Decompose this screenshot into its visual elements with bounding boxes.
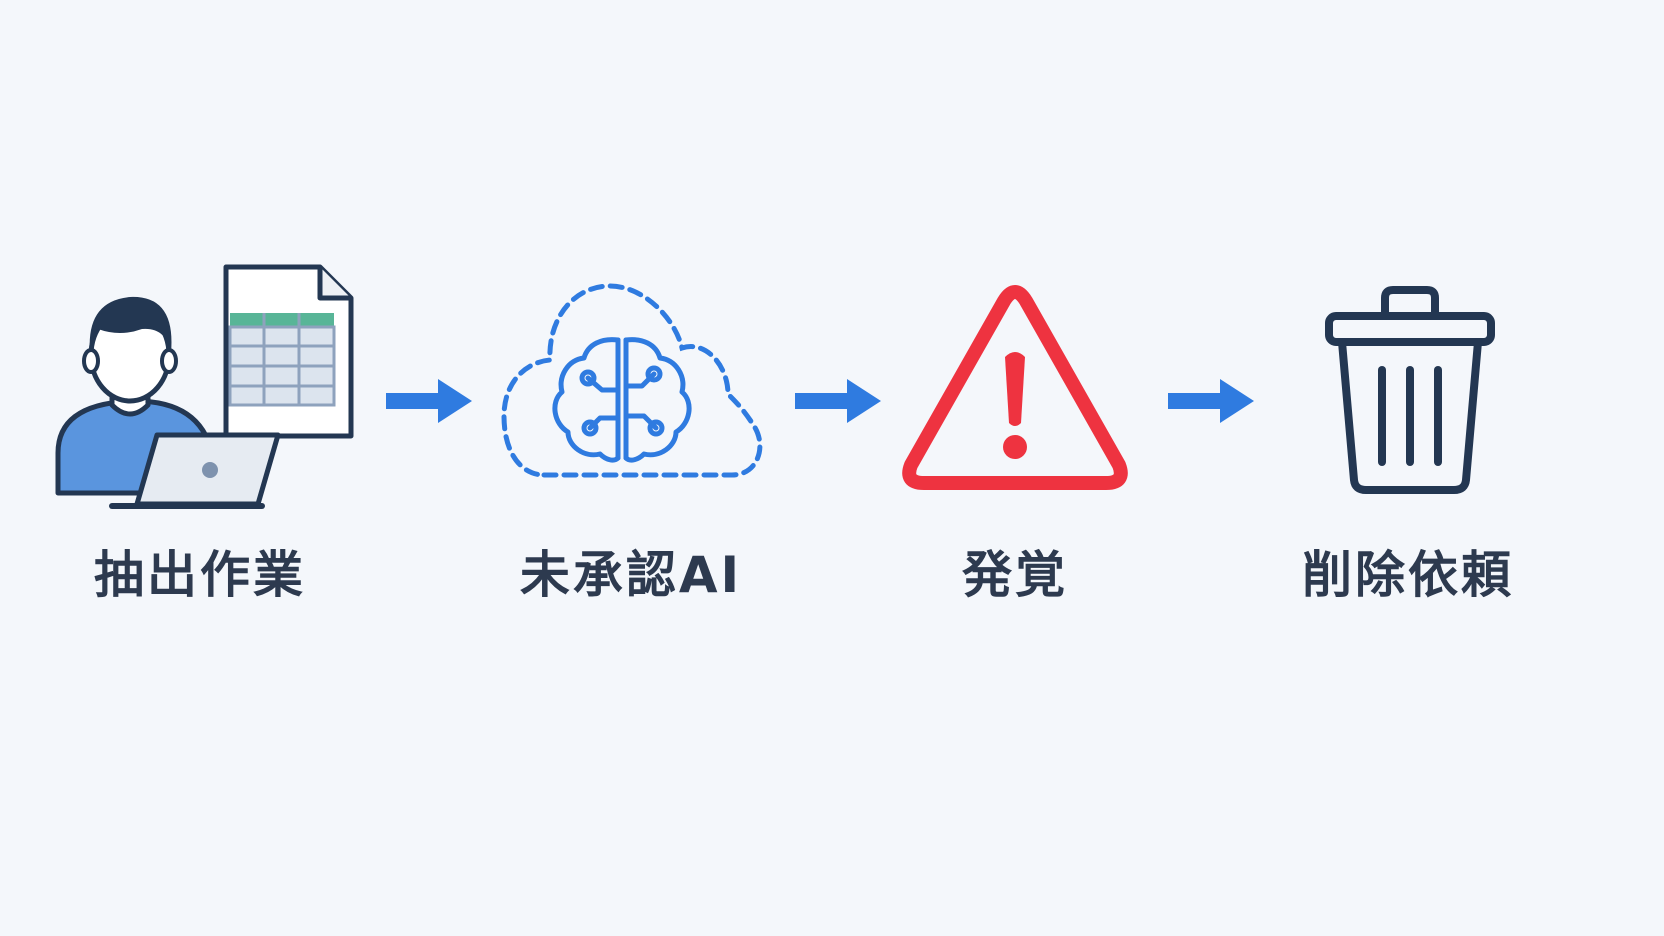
arrow-right-icon [386, 379, 472, 423]
step-label-extraction: 抽出作業 [94, 546, 306, 604]
brain-icon [552, 337, 692, 463]
trash-can-icon [1325, 286, 1495, 494]
arrow-right-icon [795, 379, 881, 423]
person-icon [55, 296, 215, 496]
ai-brain-cloud-icon [501, 283, 763, 478]
laptop-icon [109, 432, 281, 509]
step-label-discovery: 発覚 [962, 546, 1068, 604]
person-laptop-spreadsheet-icon [55, 264, 354, 509]
step-label-deletion-request: 削除依頼 [1302, 546, 1514, 604]
arrow-right-icon [1168, 379, 1254, 423]
warning-triangle-icon [902, 285, 1128, 490]
spreadsheet-document-icon [223, 264, 354, 439]
step-label-unapproved-ai: 未承認AI [519, 546, 743, 604]
exclamation-icon [1003, 352, 1027, 459]
